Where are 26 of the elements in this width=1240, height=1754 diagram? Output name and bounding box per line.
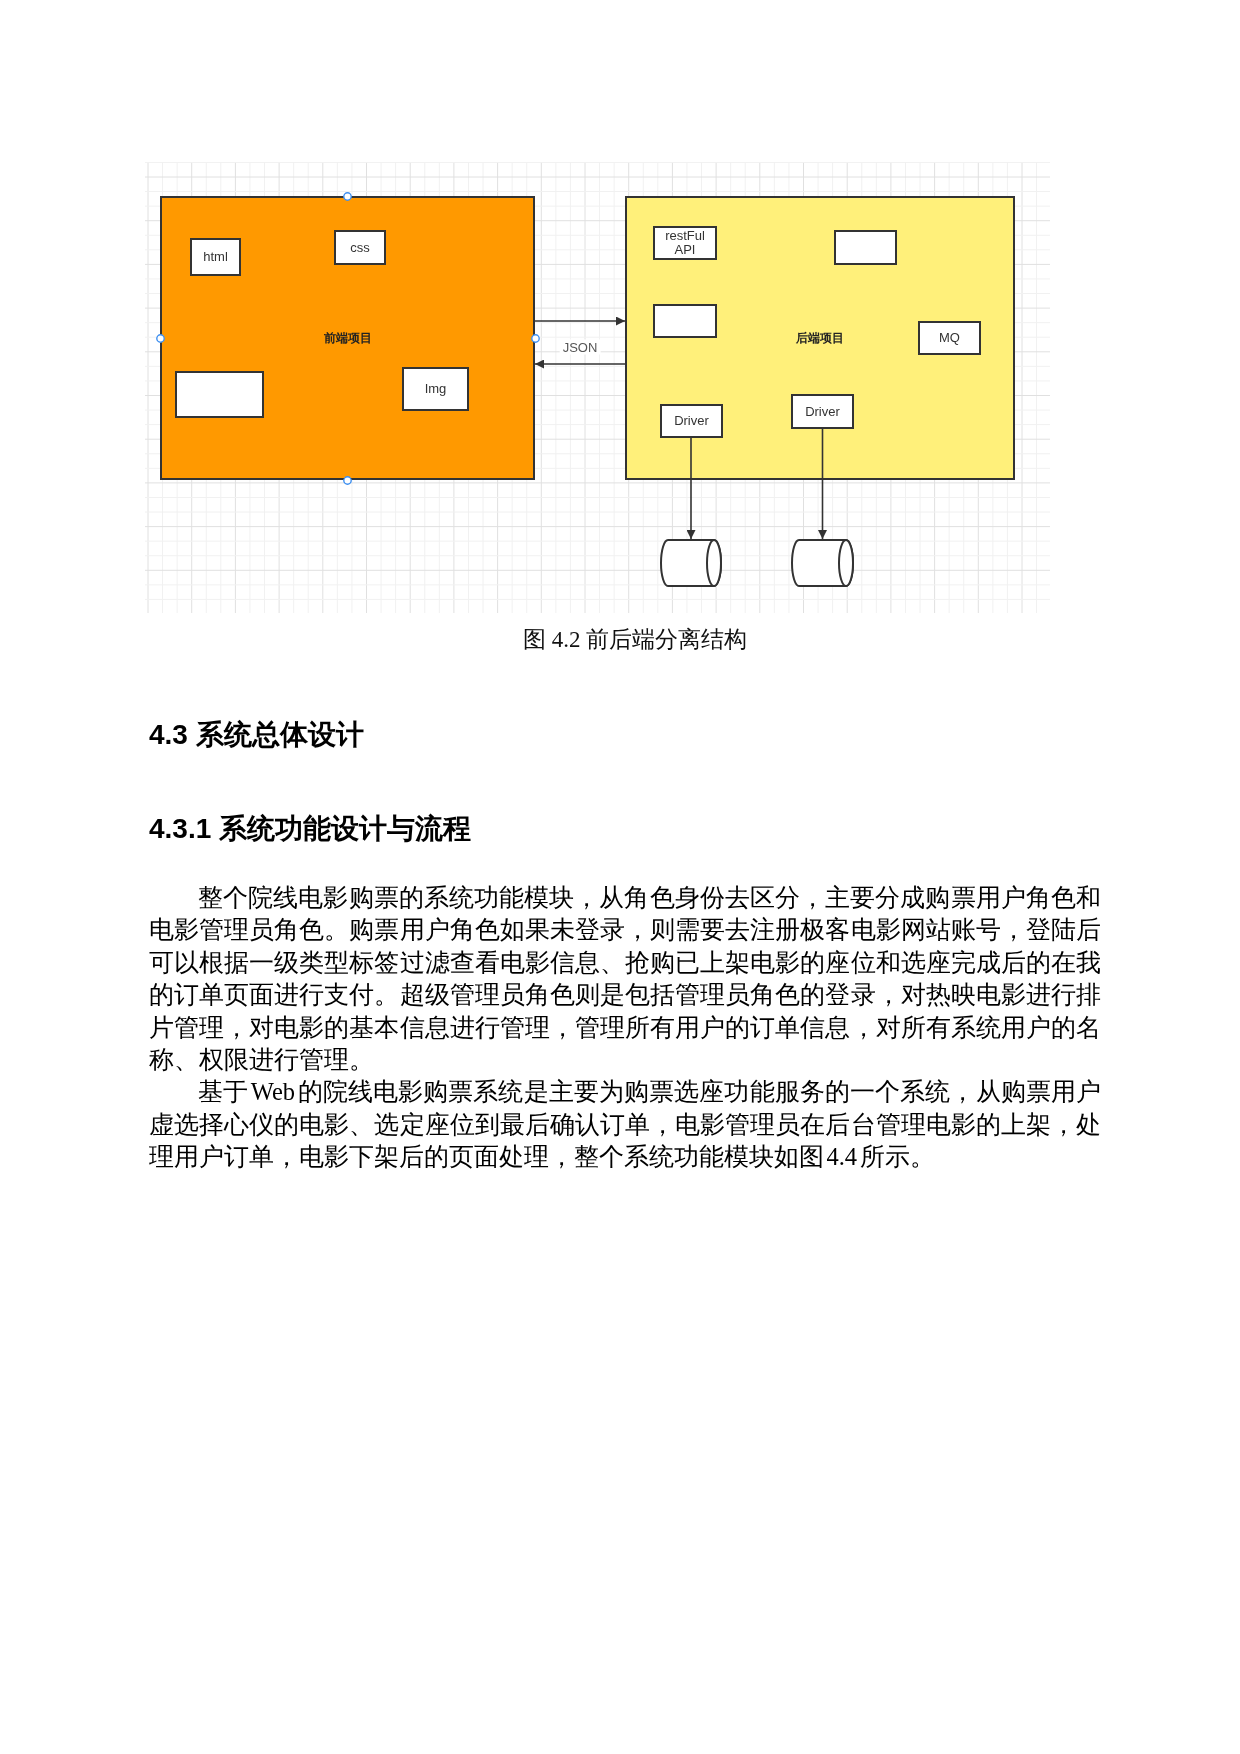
body-paragraph: 基于 Web 的院线电影购票系统是主要为购票选座功能服务的一个系统，从购票用户虚选择心仪的电影、选定座位到最后确认订单，电影管理员在后台管理电影的上架，处理用户订单，电影下架后的页面处理，整个系统功能模块如图 4.4 所示。: [149, 1077, 1101, 1173]
arrow: [686, 437, 696, 540]
database-cylinder: [791, 539, 854, 587]
arrow: [534, 359, 626, 369]
component-box: [834, 230, 897, 265]
component-box: css: [334, 230, 386, 265]
box-title: 前端项目: [323, 331, 372, 345]
edge-label: JSON: [559, 339, 601, 355]
component-box: Img: [402, 367, 469, 411]
body-paragraph: 整个院线电影购票的系统功能模块，从角色身份去区分，主要分成购票用户角色和电影管理员角色。购票用户角色如果未登录，则需要去注册极客电影网站账号，登陆后可以根据一级类型标签过滤查看电影信息、抢购已上架电影的座位和选座完成后的在我的订单页面进行支付。超级管理员角色则是包括管理员角色的登录，对热映电影进行排片管理，对电影的基本信息进行管理，管理所有用户的订单信息，对所有系统用户的名称、权限进行管理。: [149, 883, 1101, 1076]
component-box: [653, 304, 717, 338]
arrow: [534, 316, 626, 326]
component-box: Driver: [660, 404, 723, 438]
component-box: [175, 371, 264, 418]
container-box: [625, 196, 1015, 480]
component-box: html: [190, 238, 241, 276]
arrow: [818, 428, 827, 540]
box-title: 后端项目: [796, 331, 844, 345]
component-box: MQ: [918, 321, 981, 355]
section-heading: 4.3 系统总体设计: [149, 718, 365, 752]
component-box: restFul API: [653, 226, 717, 260]
subsection-heading: 4.3.1 系统功能设计与流程: [149, 812, 473, 846]
container-box: [160, 196, 535, 480]
component-box: Driver: [791, 394, 854, 429]
figure-caption: 图 4.2 前后端分离结构: [521, 626, 749, 654]
database-cylinder: [660, 539, 722, 587]
